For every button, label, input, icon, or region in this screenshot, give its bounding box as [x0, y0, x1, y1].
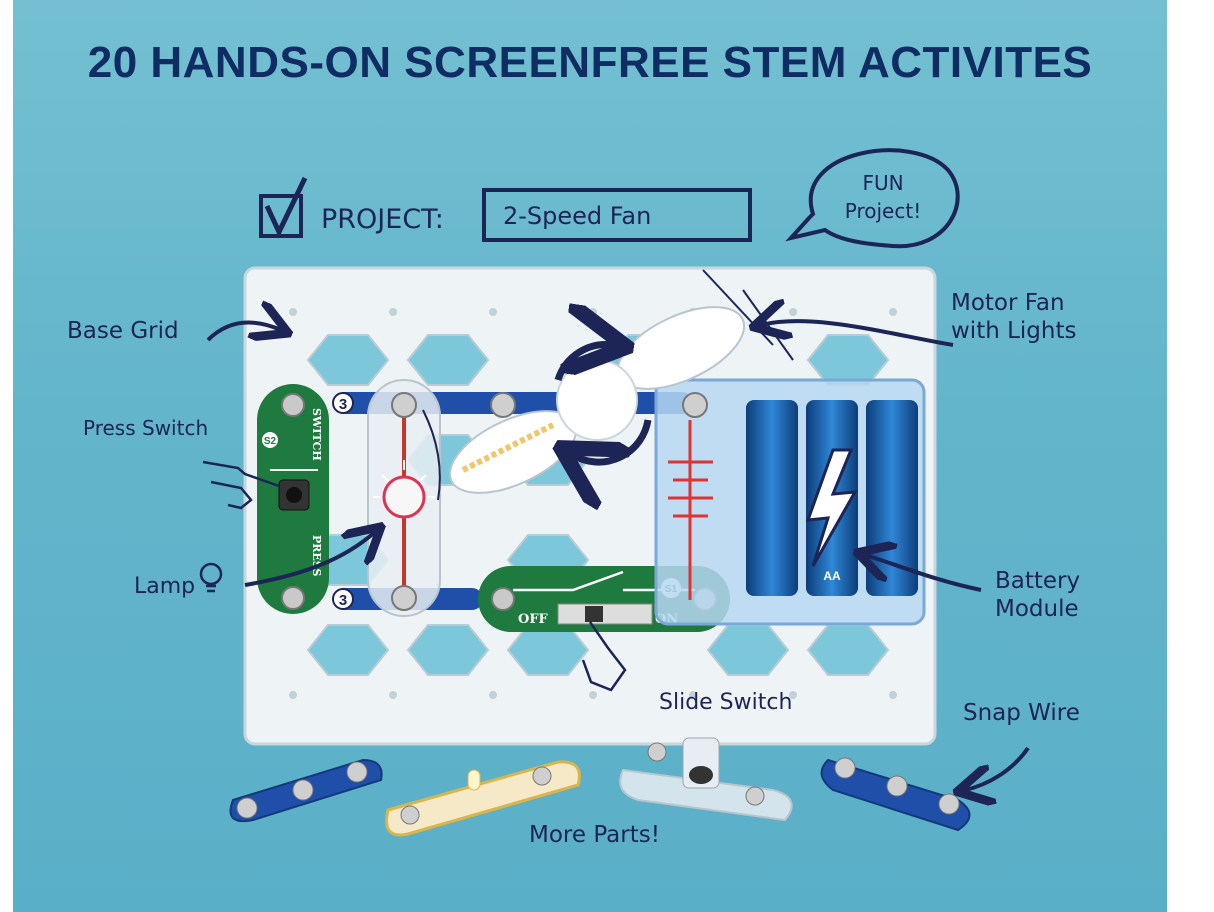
- background-panel: 20 HANDS-ON SCREENFREE STEM ACTIVITES PR…: [13, 0, 1167, 912]
- s2-label: S2: [264, 436, 277, 447]
- callout-battery-line2: Module: [995, 596, 1079, 622]
- project-label: PROJECT:: [321, 204, 444, 235]
- checkmark-icon: [264, 176, 308, 238]
- callout-press-switch: Press Switch: [83, 416, 209, 440]
- clear-module: [619, 737, 793, 822]
- battery-aa-label: AA: [823, 569, 841, 583]
- headline: 20 HANDS-ON SCREENFREE STEM ACTIVITES: [87, 38, 1093, 87]
- callout-arrows: [206, 321, 1030, 790]
- snap-wire-right: [820, 757, 971, 832]
- arrow-icon-base-grid: [206, 323, 281, 340]
- snap-number-a: 3: [339, 396, 347, 413]
- motor-fan: [422, 269, 794, 510]
- arrow-icon-battery: [865, 555, 982, 592]
- callout-lamp: Lamp: [134, 574, 196, 599]
- checkbox-icon: [259, 194, 303, 238]
- bubble-line-1: FUN: [862, 171, 903, 195]
- bubble-line-2: Project!: [845, 199, 921, 223]
- project-name: 2-Speed Fan: [503, 202, 651, 230]
- callout-motor-fan-line2: with Lights: [951, 318, 1077, 344]
- bulb-icon: [199, 562, 223, 593]
- lamp-module: [367, 379, 441, 617]
- circuit-illustration: PROJECT: 2-Speed Fan FUN Project!: [199, 148, 1030, 837]
- arrow-icon-lamp: [244, 532, 375, 587]
- callout-battery-line1: Battery: [995, 568, 1081, 594]
- project-header: PROJECT: 2-Speed Fan: [259, 176, 752, 242]
- project-name-box: [482, 188, 752, 242]
- switch-label: SWITCH: [310, 408, 323, 461]
- speech-bubble-icon: FUN Project!: [785, 148, 960, 249]
- callout-motor-fan-line1: Motor Fan: [951, 290, 1065, 316]
- pointing-hand-icon: [202, 460, 627, 692]
- loose-parts: [229, 737, 971, 837]
- callout-snap-wire: Snap Wire: [963, 700, 1080, 726]
- arrow-icon-motor: [761, 321, 954, 347]
- arrow-icon-snap-wire: [965, 746, 1030, 790]
- snap-number-b: 3: [339, 592, 347, 609]
- off-label: OFF: [518, 612, 549, 627]
- lightning-icon: [805, 448, 858, 567]
- led-module: [385, 760, 581, 837]
- press-switch-module: S2 SWITCH PRESS: [257, 384, 329, 614]
- rotation-arrow-icon: [554, 344, 613, 382]
- callout-base-grid: Base Grid: [67, 318, 179, 344]
- rotation-arrow-icon: [573, 419, 652, 462]
- callout-slide-switch: Slide Switch: [659, 690, 793, 715]
- snap-wire-left: [229, 758, 383, 822]
- callout-more-parts: More Parts!: [529, 822, 660, 848]
